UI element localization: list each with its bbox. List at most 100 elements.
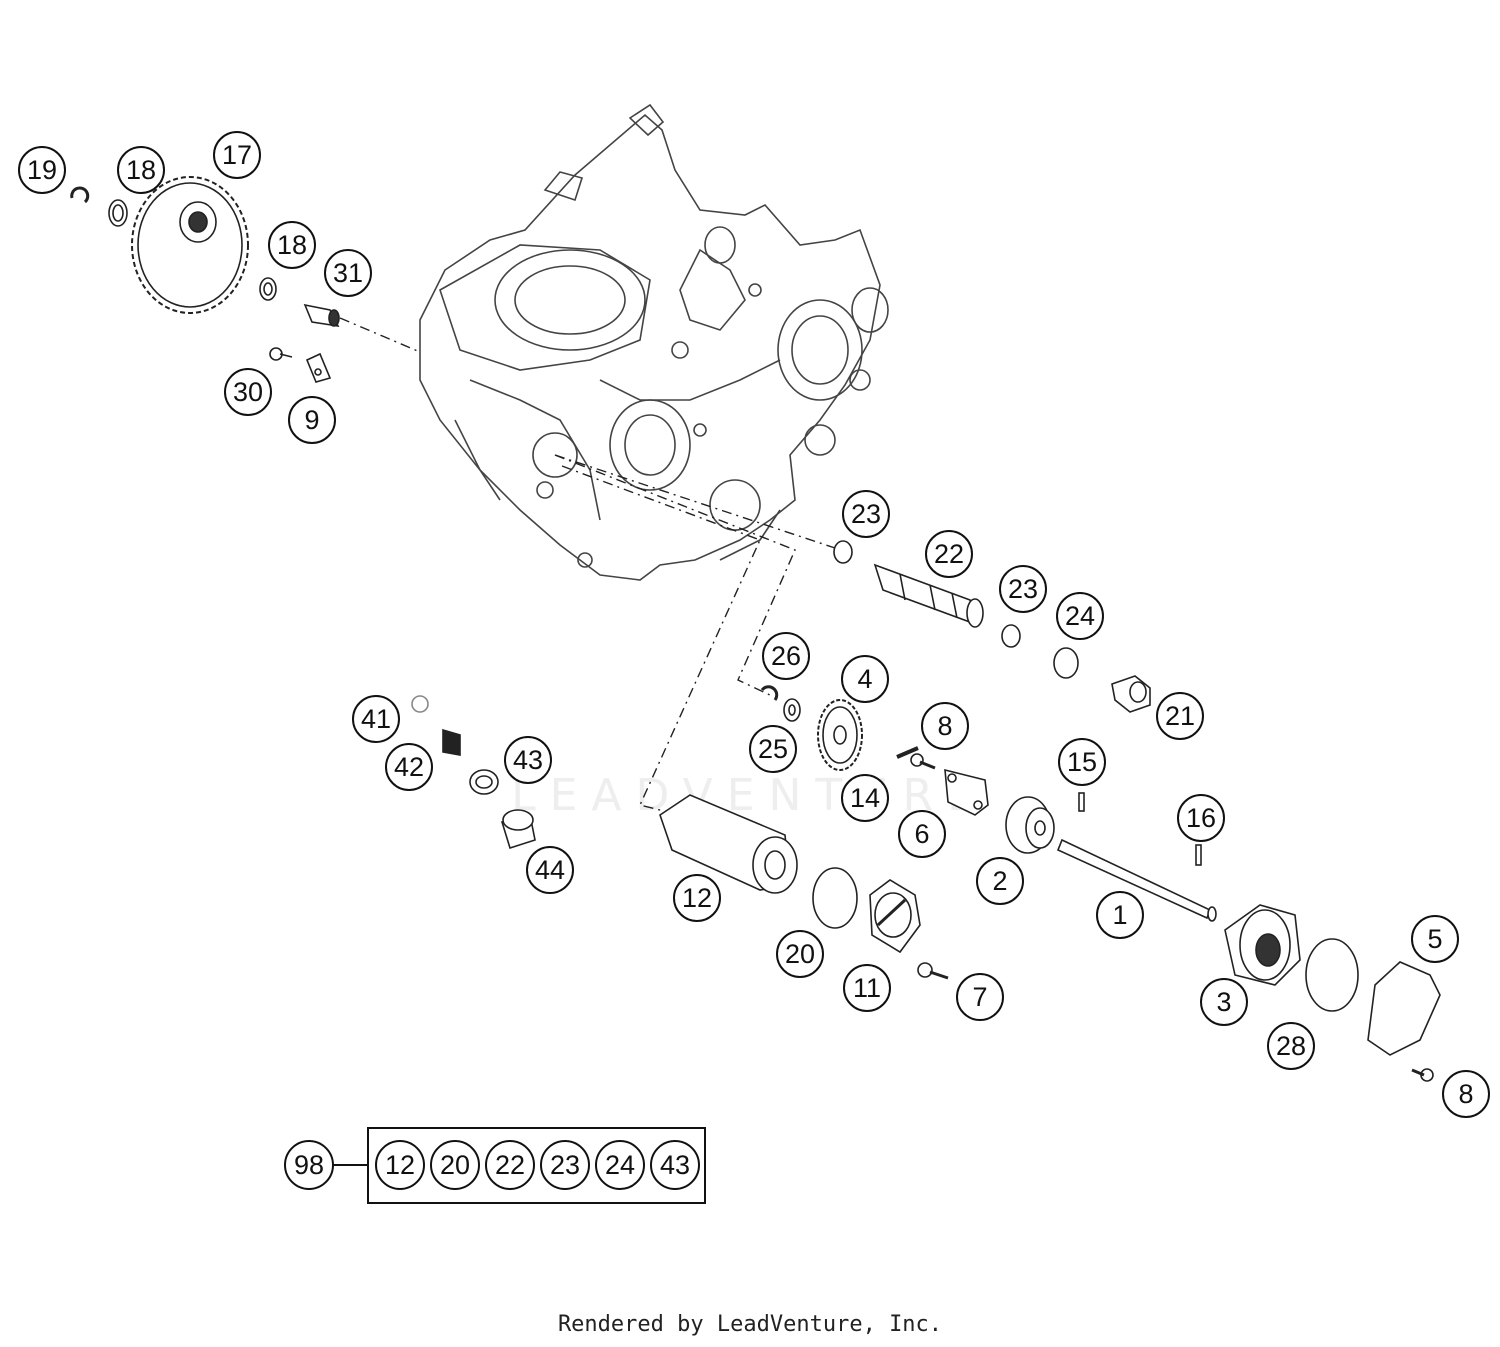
callout-label: 4 xyxy=(857,664,872,694)
callout-label: 28 xyxy=(1276,1031,1306,1061)
callout-label: 43 xyxy=(513,745,543,775)
callout-circle xyxy=(385,743,433,791)
callout-circle xyxy=(776,930,824,978)
callout-label: 8 xyxy=(937,711,952,741)
callout-label: 25 xyxy=(758,734,788,764)
engine-case xyxy=(419,103,889,581)
callout-circle xyxy=(843,964,891,1012)
callout-circle xyxy=(841,655,889,703)
part-25-washer xyxy=(783,698,801,722)
callout-23: 23 xyxy=(842,490,890,538)
callout-circle xyxy=(999,565,1047,613)
callout-circle xyxy=(504,736,552,784)
callout-25: 25 xyxy=(749,725,797,773)
kit-item-label: 43 xyxy=(660,1150,690,1180)
callout-label: 41 xyxy=(361,704,391,734)
kit-item-20: 20 xyxy=(430,1140,480,1190)
part-11-cover xyxy=(869,879,921,954)
callout-label: 14 xyxy=(850,783,880,813)
part-20-oring xyxy=(812,867,858,929)
callout-14: 14 xyxy=(841,774,889,822)
callout-label: 1 xyxy=(1112,900,1127,930)
callout-label: 5 xyxy=(1427,924,1442,954)
kit-item-43: 43 xyxy=(650,1140,700,1190)
part-43-washer xyxy=(469,769,499,795)
callout-20: 20 xyxy=(776,930,824,978)
callout-19: 19 xyxy=(18,146,66,194)
part-31-shaft xyxy=(303,303,340,328)
callout-12: 12 xyxy=(673,874,721,922)
part-22-shaft xyxy=(873,563,984,628)
callout-17: 17 xyxy=(213,131,261,179)
callout-8: 8 xyxy=(921,702,969,750)
kit-item-label: 12 xyxy=(385,1150,415,1180)
assembly-leader-lines xyxy=(339,317,836,816)
callout-circle xyxy=(762,632,810,680)
callout-30: 30 xyxy=(224,368,272,416)
callout-circle xyxy=(1200,978,1248,1026)
callout-15: 15 xyxy=(1058,738,1106,786)
callout-28: 28 xyxy=(1267,1022,1315,1070)
callout-label: 31 xyxy=(333,258,363,288)
callout-3: 3 xyxy=(1200,978,1248,1026)
callout-circle xyxy=(18,146,66,194)
part-26-circlip xyxy=(760,685,779,701)
callout-circle xyxy=(1156,692,1204,740)
part-1-shaft xyxy=(1056,838,1217,922)
parts xyxy=(70,176,1441,1082)
callout-circle xyxy=(1058,738,1106,786)
callout-41: 41 xyxy=(352,695,400,743)
callout-7: 7 xyxy=(956,973,1004,1021)
part-4-gear xyxy=(817,699,863,771)
callout-26: 26 xyxy=(762,632,810,680)
callout-circle xyxy=(117,146,165,194)
callout-label: 3 xyxy=(1216,987,1231,1017)
callout-18: 18 xyxy=(117,146,165,194)
callout-circle xyxy=(1411,915,1459,963)
kit-item-23: 23 xyxy=(540,1140,590,1190)
part-23-oring-b xyxy=(1001,624,1021,648)
callout-circle xyxy=(1442,1070,1490,1118)
callout-circle xyxy=(224,368,272,416)
part-21-plug xyxy=(1111,675,1151,713)
part-5-cover xyxy=(1367,961,1441,1056)
callout-1: 1 xyxy=(1096,891,1144,939)
callout-31: 31 xyxy=(324,249,372,297)
callout-42: 42 xyxy=(385,743,433,791)
callout-label: 15 xyxy=(1067,747,1097,777)
part-42-spring xyxy=(442,728,461,756)
part-3-pump-housing xyxy=(1224,904,1301,986)
kit-label-text: 98 xyxy=(294,1150,324,1180)
callout-label: 2 xyxy=(992,866,1007,896)
part-18-washer-b xyxy=(259,277,277,301)
callout-label: 9 xyxy=(304,405,319,435)
callout-circle xyxy=(1056,592,1104,640)
part-17-gear xyxy=(131,176,249,314)
callout-22: 22 xyxy=(925,530,973,578)
part-28-oring xyxy=(1305,938,1359,1012)
part-6-plate xyxy=(944,768,989,816)
part-41-ball xyxy=(411,695,429,713)
callout-circle xyxy=(925,530,973,578)
callout-label: 42 xyxy=(394,752,424,782)
callout-24: 24 xyxy=(1056,592,1104,640)
kit-item-24: 24 xyxy=(595,1140,645,1190)
kit-label: 98 xyxy=(284,1140,334,1190)
credit-text: Rendered by LeadVenture, Inc. xyxy=(557,1312,943,1337)
callout-23: 23 xyxy=(999,565,1047,613)
callout-8: 8 xyxy=(1442,1070,1490,1118)
part-19-circlip xyxy=(70,186,90,204)
callout-circle xyxy=(1267,1022,1315,1070)
callout-21: 21 xyxy=(1156,692,1204,740)
part-15-pin xyxy=(1078,792,1085,812)
callout-circle xyxy=(898,810,946,858)
callout-43: 43 xyxy=(504,736,552,784)
callout-44: 44 xyxy=(526,846,574,894)
callout-2: 2 xyxy=(976,857,1024,905)
callout-16: 16 xyxy=(1177,794,1225,842)
part-24-oring xyxy=(1053,647,1079,679)
callout-label: 17 xyxy=(222,140,252,170)
part-7-bolt xyxy=(917,962,949,980)
part-18-washer xyxy=(108,199,128,227)
callout-label: 23 xyxy=(1008,574,1038,604)
